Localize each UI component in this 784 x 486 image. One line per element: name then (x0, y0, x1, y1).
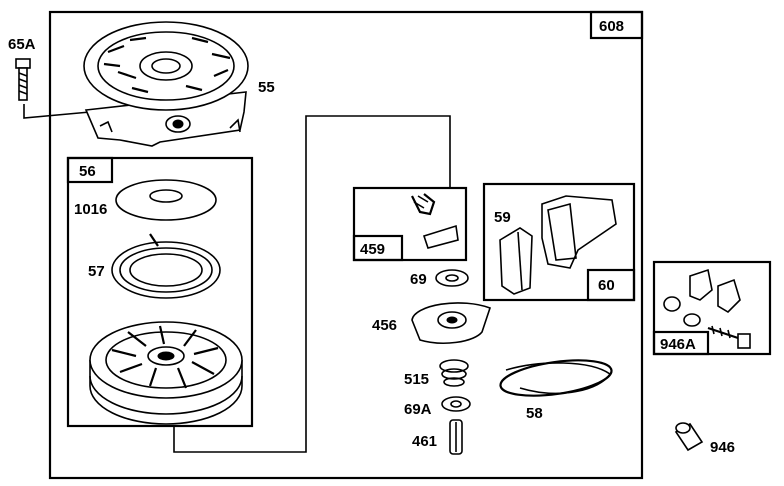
part-label-456[interactable]: 456 (372, 317, 397, 334)
recoil-spring-57 (111, 233, 221, 299)
part-label-608[interactable]: 608 (599, 18, 624, 35)
brake-assembly-946A (663, 268, 751, 349)
part-label-57[interactable]: 57 (88, 263, 105, 280)
blower-housing-55 (83, 21, 249, 147)
washer-69A (441, 396, 471, 412)
subassembly-frame-459 (352, 186, 468, 262)
retainer-456 (411, 302, 492, 344)
part-label-69A[interactable]: 69A (404, 401, 432, 418)
pin-461 (449, 419, 463, 455)
part-label-946A[interactable]: 946A (660, 336, 696, 353)
washer-1016 (115, 179, 217, 221)
leader-pulley-to-retainer (173, 115, 451, 453)
part-label-58[interactable]: 58 (526, 405, 543, 422)
assembly-frame-608 (48, 10, 644, 480)
handle-insert-59 (499, 227, 533, 295)
part-label-69[interactable]: 69 (410, 271, 427, 288)
starter-handle-60 (541, 195, 617, 269)
label-box-459 (352, 234, 404, 262)
subassembly-frame-946A (652, 260, 772, 356)
spring-515 (439, 359, 469, 387)
subassembly-frame-60 (482, 182, 636, 302)
part-label-55[interactable]: 55 (258, 79, 275, 96)
part-label-59[interactable]: 59 (494, 209, 511, 226)
label-box-946A (652, 330, 710, 356)
bolt-65A (15, 58, 31, 101)
leader-65A (23, 104, 91, 119)
spring-clip-459 (411, 193, 459, 249)
part-label-65A[interactable]: 65A (8, 36, 36, 53)
part-label-461[interactable]: 461 (412, 433, 437, 450)
label-box-56 (66, 156, 114, 184)
label-box-60 (586, 268, 636, 302)
part-label-56[interactable]: 56 (79, 163, 96, 180)
part-label-946[interactable]: 946 (710, 439, 735, 456)
part-label-60[interactable]: 60 (598, 277, 615, 294)
label-box-608 (589, 10, 644, 40)
starter-pulley (89, 321, 243, 425)
part-label-1016[interactable]: 1016 (74, 201, 107, 218)
starter-rope-58 (499, 359, 613, 397)
subassembly-frame-56 (66, 156, 254, 428)
washer-69 (435, 269, 469, 287)
part-label-459[interactable]: 459 (360, 241, 385, 258)
part-label-515[interactable]: 515 (404, 371, 429, 388)
bushing-946 (674, 422, 704, 452)
